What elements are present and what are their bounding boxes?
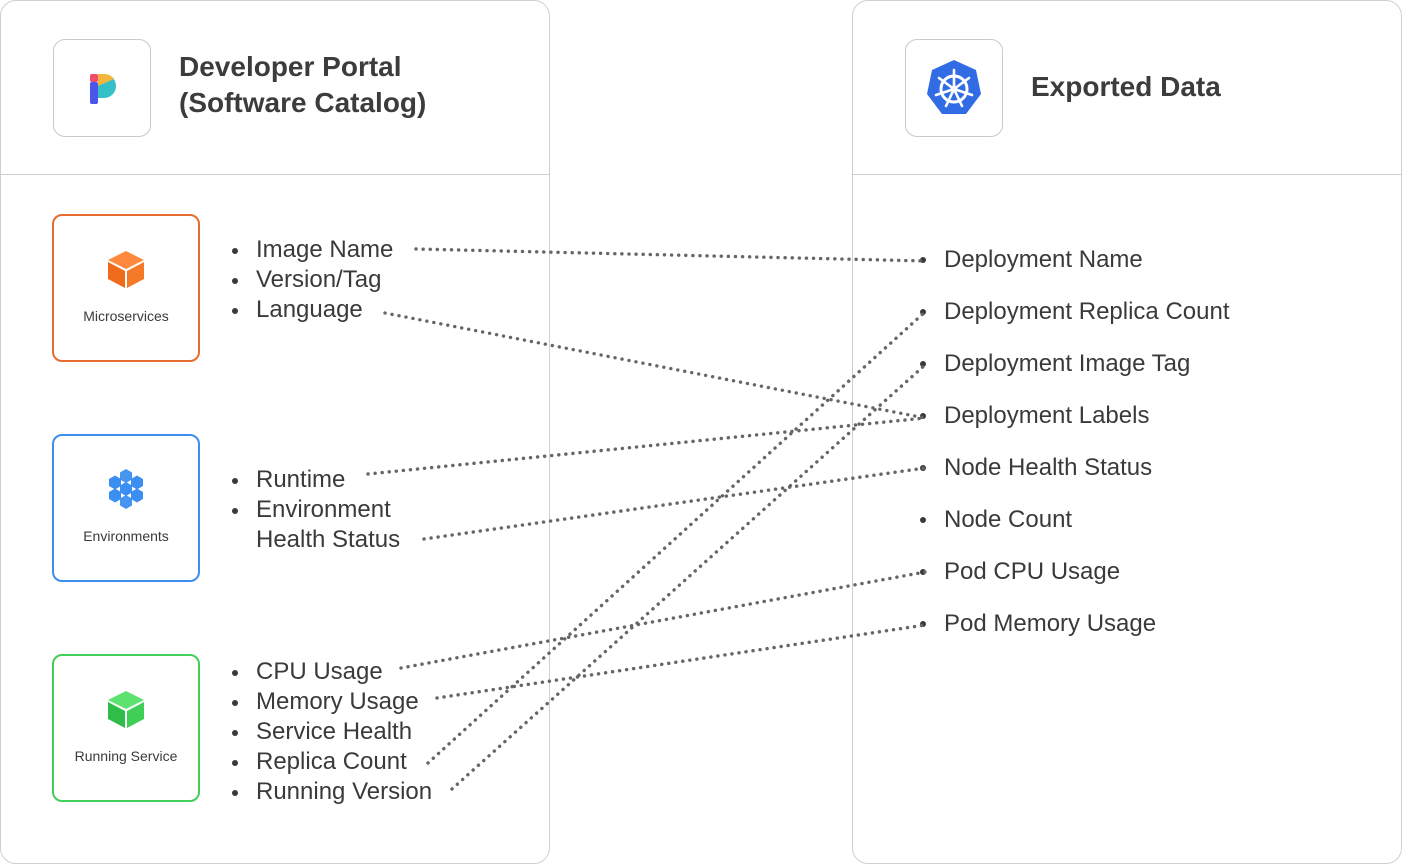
developer-portal-logo — [53, 39, 151, 137]
panel-title: Exported Data — [1031, 71, 1221, 102]
hexagon-cluster-icon — [109, 469, 143, 509]
field-version-tag: Version/Tag — [230, 265, 393, 295]
environments-field-list: Runtime Environment Health Status — [230, 465, 400, 555]
exported-field-list: Deployment Name Deployment Replica Count… — [918, 244, 1229, 660]
category-microservices: Microservices — [52, 214, 200, 362]
divider — [853, 174, 1401, 175]
field-running-version: Running Version — [230, 777, 432, 807]
field-health-status: Health Status — [256, 526, 401, 553]
field-cpu-usage: CPU Usage — [230, 657, 432, 687]
running-service-field-list: CPU Usage Memory Usage Service Health Re… — [230, 657, 432, 807]
field-image-name: Image Name — [230, 235, 393, 265]
panel-title: Developer Portal — [179, 51, 402, 82]
panel-subtitle: (Software Catalog) — [179, 87, 427, 118]
exported-deployment-image-tag: Deployment Image Tag — [918, 348, 1229, 400]
field-language: Language — [230, 295, 393, 325]
cube-icon — [108, 691, 144, 728]
exported-deployment-name: Deployment Name — [918, 244, 1229, 296]
category-label: Environments — [83, 528, 169, 544]
divider — [1, 174, 549, 175]
field-environment: Environment — [230, 495, 400, 525]
field-runtime: Runtime — [230, 465, 400, 495]
kubernetes-logo — [905, 39, 1003, 137]
exported-deployment-labels: Deployment Labels — [918, 400, 1229, 452]
field-service-health: Service Health — [230, 717, 432, 747]
exported-node-count: Node Count — [918, 504, 1229, 556]
field-replica-count: Replica Count — [230, 747, 432, 777]
exported-pod-cpu-usage: Pod CPU Usage — [918, 556, 1229, 608]
microservices-field-list: Image Name Version/Tag Language — [230, 235, 393, 325]
cube-icon — [108, 251, 144, 288]
kubernetes-helm-icon — [927, 60, 981, 114]
exported-deployment-replica-count: Deployment Replica Count — [918, 296, 1229, 348]
category-label: Running Service — [74, 748, 178, 764]
developer-portal-logo-icon — [90, 73, 116, 104]
category-label: Microservices — [83, 308, 169, 324]
exported-node-health-status: Node Health Status — [918, 452, 1229, 504]
category-running-service: Running Service — [52, 654, 200, 802]
field-memory-usage: Memory Usage — [230, 687, 432, 717]
exported-data-panel: Exported Data — [852, 0, 1402, 864]
exported-pod-memory-usage: Pod Memory Usage — [918, 608, 1229, 660]
category-environments: Environments — [52, 434, 200, 582]
